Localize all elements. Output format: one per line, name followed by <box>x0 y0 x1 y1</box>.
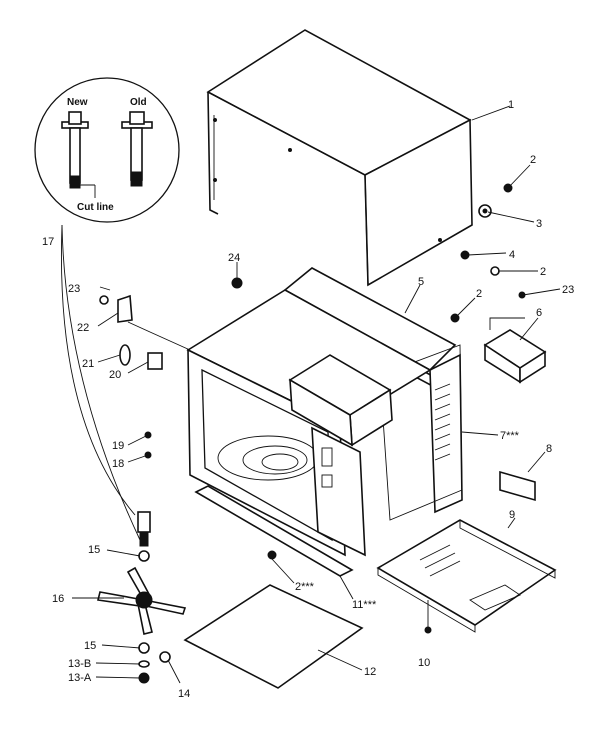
callout-24: 24 <box>228 252 240 264</box>
callout-15a: 15 <box>88 544 100 556</box>
callout-12: 12 <box>364 666 376 678</box>
old-shaft-icon <box>121 111 153 187</box>
callout-23b: 23 <box>68 283 80 295</box>
inset-new-label: New <box>67 97 88 108</box>
inset-cut-line-label: Cut line <box>77 202 114 213</box>
base-plate <box>376 519 557 633</box>
callout-23a: 23 <box>562 284 574 296</box>
callout-8: 8 <box>546 443 552 455</box>
new-shaft-icon <box>61 111 89 189</box>
callout-22: 22 <box>77 322 89 334</box>
callout-11-stars: 11*** <box>352 599 377 611</box>
callout-2a: 2 <box>530 154 536 166</box>
callout-4: 4 <box>509 249 515 261</box>
oven-chassis <box>186 267 463 557</box>
outer-cabinet <box>206 29 473 287</box>
callout-2b: 2 <box>540 266 546 278</box>
callout-labels: 1 2 3 4 2 5 2 23 6 24 7*** 8 9 23 22 21 … <box>42 99 574 700</box>
shaft-detail-inset: New Old Cut line <box>34 77 180 223</box>
callout-18: 18 <box>112 458 124 470</box>
callout-19: 19 <box>112 440 124 452</box>
choke-strip <box>194 485 354 577</box>
inset-old-label: Old <box>130 97 147 108</box>
callout-5: 5 <box>418 276 424 288</box>
callout-14: 14 <box>178 688 190 700</box>
callout-2-stars: 2*** <box>295 581 315 593</box>
callout-9: 9 <box>509 509 515 521</box>
cooking-tray <box>183 584 364 689</box>
callout-7: 7*** <box>500 430 520 442</box>
high-voltage-capacitor <box>483 317 547 384</box>
leader-lines <box>61 105 561 684</box>
vent-slots <box>434 383 451 461</box>
callout-13a: 13-A <box>68 672 92 684</box>
stirrer-assembly <box>97 511 187 684</box>
label-plate <box>499 470 536 502</box>
callout-3: 3 <box>536 218 542 230</box>
callout-21: 21 <box>82 358 94 370</box>
callout-17: 17 <box>42 236 54 248</box>
callout-15b: 15 <box>84 640 96 652</box>
stirrer-blade-icon <box>97 566 187 635</box>
callout-13b: 13-B <box>68 658 91 670</box>
callout-1: 1 <box>508 99 514 111</box>
callout-16: 16 <box>52 593 64 605</box>
lamp-assembly <box>99 294 163 370</box>
callout-20: 20 <box>109 369 121 381</box>
callout-2c: 2 <box>476 288 482 300</box>
callout-10: 10 <box>418 657 430 669</box>
callout-6: 6 <box>536 307 542 319</box>
